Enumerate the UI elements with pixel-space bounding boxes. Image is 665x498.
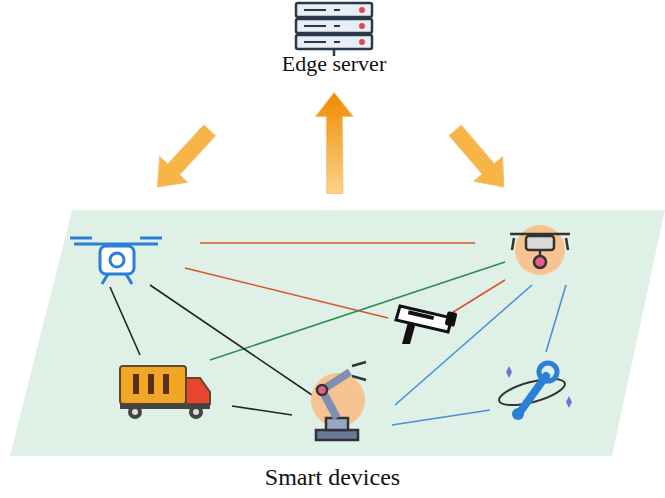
- tool-icon: [497, 363, 572, 420]
- drone-icon: [70, 238, 162, 284]
- robot-arm-icon: [311, 362, 366, 440]
- server-node: Edge server: [256, 0, 412, 80]
- server-icon: [296, 3, 372, 56]
- flow-arrow: [157, 125, 215, 187]
- flow-arrow: [449, 125, 504, 187]
- flow-arrow: [315, 93, 353, 194]
- truck-icon: [120, 366, 210, 419]
- cctv-icon: [396, 306, 457, 344]
- region-caption: Smart devices: [0, 464, 665, 490]
- server-label: Edge server: [256, 52, 412, 76]
- device-region: Smart devices: [0, 206, 665, 498]
- camera-drone-icon: [510, 225, 570, 275]
- device-plane: [10, 210, 665, 456]
